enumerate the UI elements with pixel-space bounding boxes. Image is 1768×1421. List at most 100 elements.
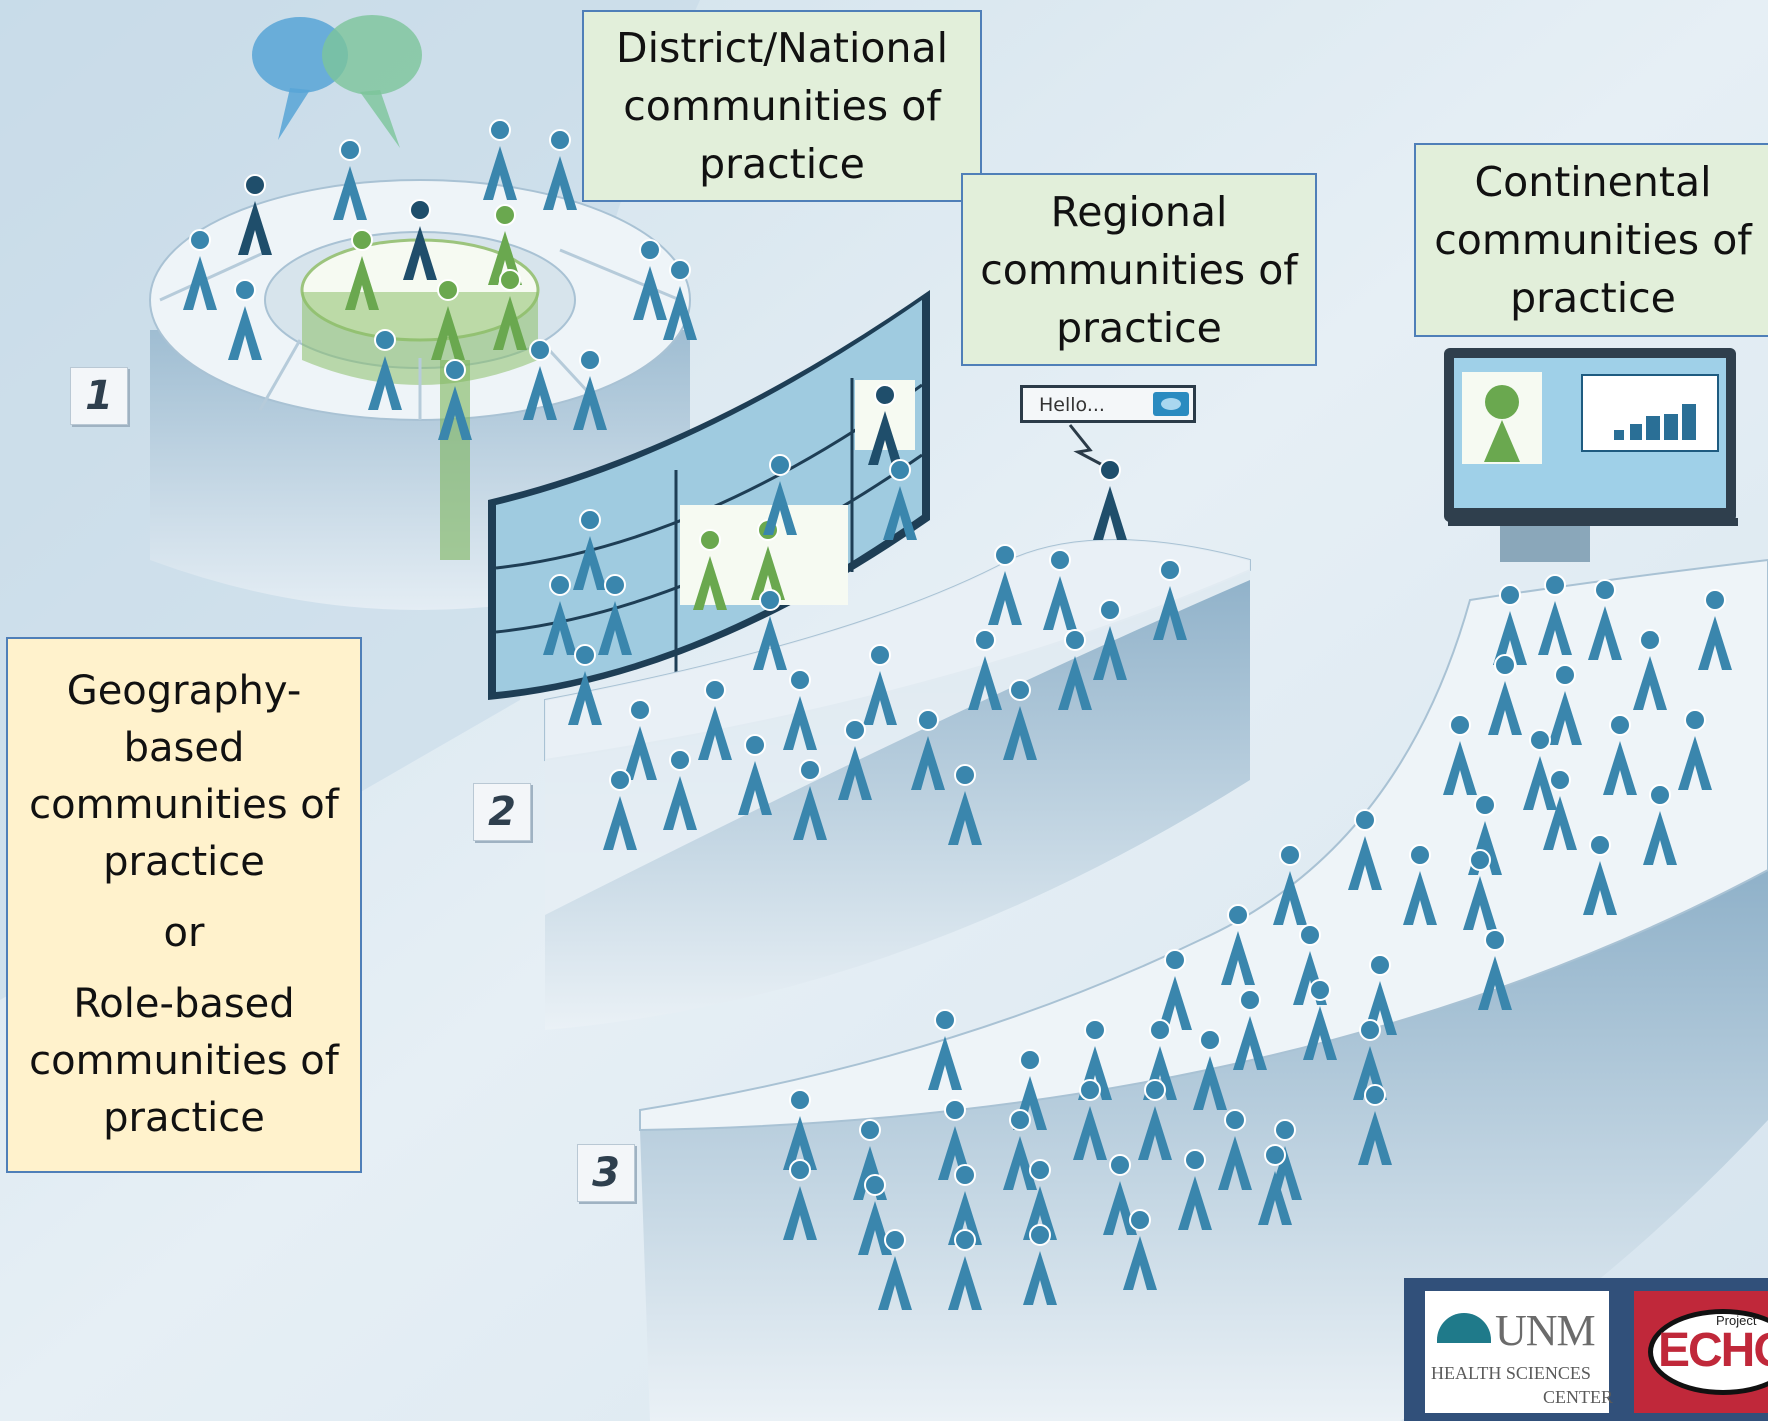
continental-line-2: communities of [1434, 216, 1752, 264]
person-figure [1003, 1109, 1037, 1190]
person-figure [1603, 714, 1637, 795]
person-figure [663, 259, 697, 340]
person-figure [543, 574, 577, 655]
person-figure [663, 749, 697, 830]
tier-2-number: 2 [473, 783, 531, 841]
person-figure [753, 589, 787, 670]
role-line-1: Role-based [73, 981, 295, 1027]
person-figure [1403, 844, 1437, 925]
district-line-3: practice [699, 140, 865, 188]
person-figure [1158, 949, 1192, 1030]
person-figure [911, 709, 945, 790]
person-figure [968, 629, 1002, 710]
person-figure [948, 1164, 982, 1245]
person-figure [1523, 729, 1557, 810]
person-figure [1233, 989, 1267, 1070]
person-figure [783, 1159, 817, 1240]
person-figure [1463, 849, 1497, 930]
person-figure [1023, 1159, 1057, 1240]
person-figure [228, 279, 262, 360]
person-figure [988, 544, 1022, 625]
person-figure [1221, 904, 1255, 985]
person-figure [523, 339, 557, 420]
person-figure [693, 529, 727, 610]
person-figure [1588, 579, 1622, 660]
continental-line-1: Continental [1474, 158, 1712, 206]
person-figure [603, 769, 637, 850]
person-figure [1643, 784, 1677, 865]
person-figure [431, 279, 465, 360]
district-line-2: communities of [623, 82, 941, 130]
person-figure [783, 1089, 817, 1170]
person-figure [543, 129, 577, 210]
person-figure [1678, 709, 1712, 790]
unm-name: UNM [1495, 1306, 1596, 1355]
person-figure [345, 229, 379, 310]
person-figure [1258, 1144, 1292, 1225]
chat-bubble-text: Hello... [1039, 394, 1105, 416]
person-figure [1003, 679, 1037, 760]
person-figure [1543, 769, 1577, 850]
tier-3-number: 3 [577, 1144, 635, 1202]
person-figure [238, 174, 272, 255]
person-figure [1548, 664, 1582, 745]
person-figure [1103, 1154, 1137, 1235]
role-line-3: practice [103, 1095, 265, 1141]
person-figure [1218, 1109, 1252, 1190]
chat-input-bubble: Hello... [1020, 385, 1196, 423]
people [183, 119, 1732, 1310]
person-figure [1488, 654, 1522, 735]
person-figure [1493, 584, 1527, 665]
person-figure [1303, 979, 1337, 1060]
person-figure [493, 269, 527, 350]
person-figure [1043, 549, 1077, 630]
person-figure [368, 329, 402, 410]
person-figure [838, 719, 872, 800]
unm-health-sciences: HEALTH SCIENCES [1431, 1363, 1591, 1383]
person-figure [863, 644, 897, 725]
person-figure [633, 239, 667, 320]
tier-1-number: 1 [70, 367, 128, 425]
person-figure [1138, 1079, 1172, 1160]
geo-line-3: communities of [29, 782, 339, 828]
person-figure [1478, 929, 1512, 1010]
person-figure [793, 759, 827, 840]
person-figure [1093, 459, 1127, 540]
regional-line-3: practice [1056, 303, 1222, 352]
person-figure [1023, 1224, 1057, 1305]
person-figure [868, 384, 902, 465]
person-figure [1358, 1084, 1392, 1165]
echo-oval-icon [1648, 1309, 1768, 1395]
chat-send-icon [1153, 392, 1189, 416]
or-text: or [163, 910, 205, 956]
person-figure [1058, 629, 1092, 710]
person-figure [1633, 629, 1667, 710]
regional-line-2: communities of [980, 245, 1298, 294]
person-figure [1193, 1029, 1227, 1110]
continental-line-3: practice [1510, 274, 1676, 322]
monitor [1444, 348, 1738, 562]
geography-role-label: Geography- based communities of practice… [6, 637, 362, 1173]
unm-echo-logo: UNM HEALTH SCIENCES CENTER Project ECHO [1404, 1278, 1768, 1421]
continental-label: Continental communities of practice [1414, 143, 1768, 337]
person-figure [623, 699, 657, 780]
person-figure [1348, 809, 1382, 890]
role-line-2: communities of [29, 1038, 339, 1084]
person-figure [573, 349, 607, 430]
person-figure [1178, 1149, 1212, 1230]
person-figure [1443, 714, 1477, 795]
person-figure [483, 119, 517, 200]
person-figure [1123, 1209, 1157, 1290]
person-figure [403, 199, 437, 280]
district-line-1: District/National [616, 24, 948, 72]
person-figure [598, 574, 632, 655]
echo-project-word: Project [1716, 1313, 1757, 1328]
person-figure [948, 764, 982, 845]
person-figure [1698, 589, 1732, 670]
geo-line-2: based [123, 725, 245, 771]
person-figure [1583, 834, 1617, 915]
person-figure [568, 644, 602, 725]
geo-line-4: practice [103, 839, 265, 885]
person-figure [333, 139, 367, 220]
person-figure [948, 1229, 982, 1310]
